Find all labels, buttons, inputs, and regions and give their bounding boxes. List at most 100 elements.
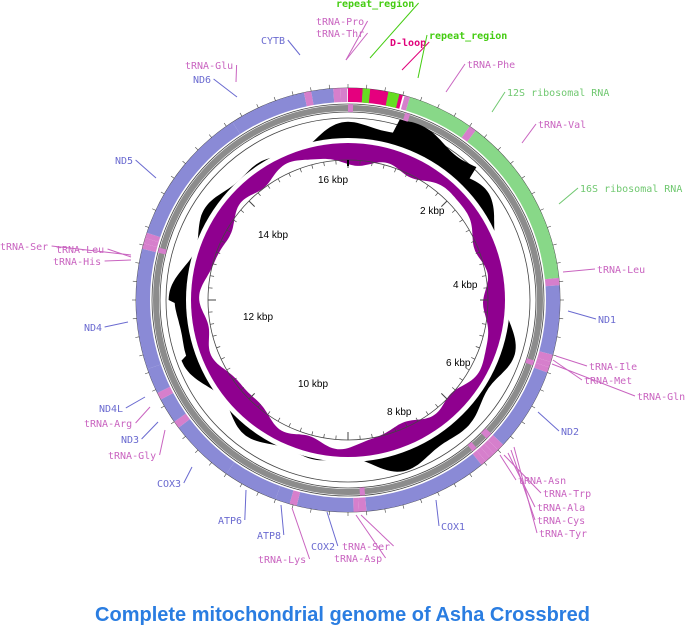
scale-tick — [371, 162, 373, 167]
leader-line — [135, 406, 151, 424]
nd3-arc — [160, 392, 186, 422]
trna-lys-arc — [289, 490, 301, 506]
scale-tick — [323, 162, 325, 167]
leader-line — [445, 63, 466, 93]
outer-tick — [182, 160, 186, 164]
scale-tick — [479, 334, 484, 337]
outer-tick — [170, 175, 175, 179]
outer-tick — [256, 492, 259, 496]
outer-tick — [402, 91, 405, 96]
outer-tick — [273, 96, 276, 101]
cds-label: CYTB — [261, 36, 285, 47]
outer-tick — [510, 160, 514, 164]
cds-label: ND2 — [561, 427, 579, 438]
inner-trna-mark — [480, 428, 492, 439]
leader-line — [369, 2, 419, 59]
outer-tick — [552, 243, 557, 246]
trna-label: tRNA-Gln — [637, 392, 685, 403]
scale-tick — [210, 275, 215, 277]
trna-label: tRNA-Ser — [342, 542, 390, 553]
outer-tick — [152, 208, 156, 211]
scale-tick — [371, 433, 373, 438]
nd2-arc — [492, 367, 548, 445]
leader-line — [141, 421, 159, 440]
trna-ser2-arc — [143, 238, 159, 248]
leader-line — [491, 91, 506, 113]
scale-tick — [240, 387, 245, 391]
inner-trna-mark — [402, 112, 411, 122]
scale-tick — [226, 367, 231, 371]
cds-label: ND4 — [84, 323, 102, 334]
scale-tick — [465, 367, 470, 371]
leader-line — [510, 449, 536, 521]
outer-tick — [497, 147, 501, 151]
outer-tick — [402, 504, 405, 509]
outer-tick — [310, 508, 312, 513]
inner-trna-mark — [157, 247, 167, 255]
leader-line — [213, 78, 238, 98]
leader-line — [558, 187, 579, 205]
outer-tick — [170, 421, 175, 425]
outer-tick — [223, 122, 227, 127]
outer-tick — [144, 225, 149, 228]
trna-label: tRNA-Glu — [185, 61, 233, 72]
outer-tick — [239, 483, 243, 488]
outer-tick — [195, 147, 199, 151]
outer-tick — [521, 421, 526, 425]
outer-tick — [384, 508, 386, 513]
outer-tick — [453, 483, 457, 488]
scale-tick — [382, 164, 385, 169]
scale-tick — [212, 334, 217, 337]
scale-tick — [257, 192, 261, 197]
atp8-arc — [275, 486, 294, 504]
outer-tick — [223, 473, 227, 478]
scale-tick — [248, 200, 256, 208]
outer-tick — [556, 262, 561, 264]
outer-tick — [540, 208, 544, 211]
trna-ala-arc — [484, 440, 498, 454]
outer-tick — [420, 96, 423, 101]
outer-tick — [531, 405, 536, 409]
leader-line — [104, 321, 129, 328]
leader-line — [537, 411, 560, 432]
scale-tick — [394, 168, 397, 173]
trna-cys-arc — [476, 447, 490, 462]
cytb-arc — [311, 88, 335, 106]
nd4-arc — [136, 248, 161, 370]
leader-line — [562, 268, 596, 273]
nd1-arc — [539, 285, 560, 355]
scale-tick — [471, 240, 476, 243]
leader-line — [159, 429, 166, 456]
gc-ring-outer — [165, 117, 531, 483]
leader-line — [235, 64, 238, 83]
trna-glu-arc — [303, 91, 314, 107]
trna-leu2-arc — [145, 232, 161, 243]
inner-trna-mark — [467, 441, 477, 452]
scale-tick — [425, 411, 429, 415]
trna-label: tRNA-Asn — [518, 476, 566, 487]
cds-label: ATP8 — [257, 531, 281, 542]
outer-tick — [239, 112, 243, 117]
leader-line — [499, 454, 517, 481]
outer-tick — [139, 354, 144, 357]
outer-tick — [547, 225, 552, 228]
scale-tick — [277, 417, 281, 422]
scale-tick — [440, 392, 448, 400]
leader-line — [183, 466, 193, 484]
trna-label: tRNA-Trp — [543, 489, 591, 500]
outer-tick — [484, 134, 488, 138]
scale-tick — [471, 357, 476, 360]
outer-tick — [256, 104, 259, 108]
scale-tick — [451, 209, 456, 213]
cds-label: ATP6 — [218, 516, 242, 527]
outer-tick — [152, 389, 156, 392]
scale-tick — [415, 417, 419, 422]
trna-thr-arc — [333, 88, 342, 103]
leader-line — [51, 245, 132, 256]
cds-label: ND4L — [99, 404, 123, 415]
scale-tick — [277, 178, 281, 183]
feature-labels: CYTBtRNA-GluND6tRNA-ProtRNA-Thrrepeat_re… — [0, 0, 685, 566]
trna-asn-arc — [480, 443, 494, 458]
scale-tick — [475, 346, 480, 349]
